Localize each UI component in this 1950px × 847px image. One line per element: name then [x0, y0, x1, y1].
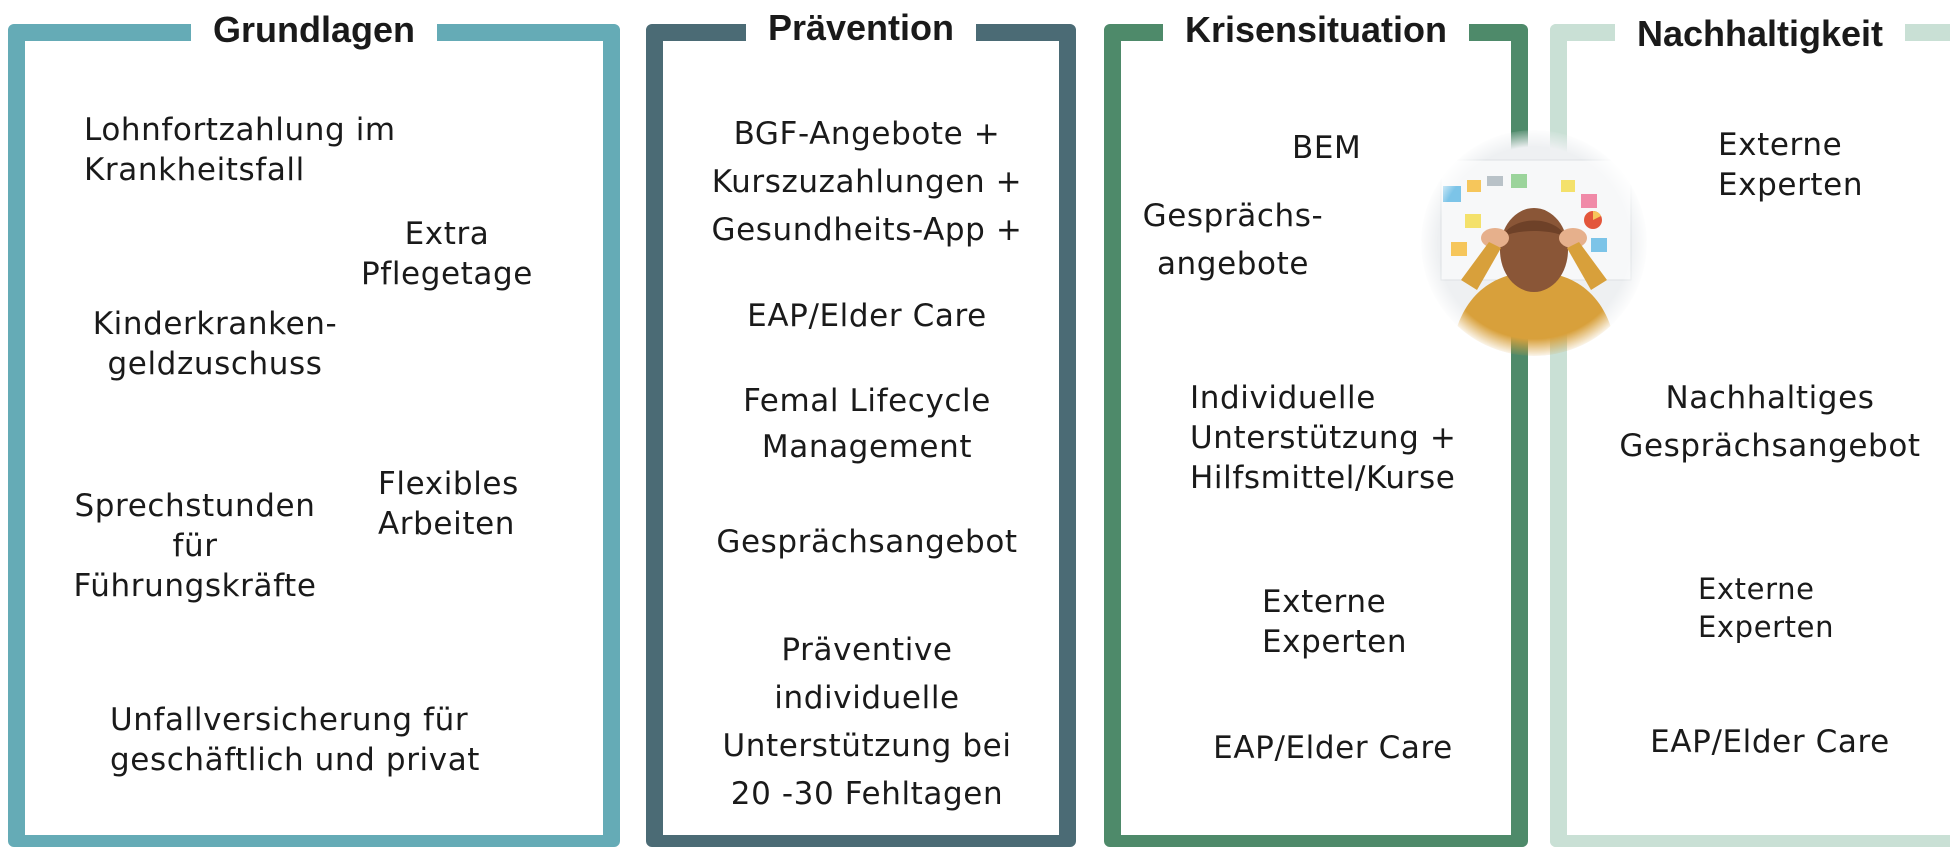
item-eap-elder-care: EAP/Elder Care	[747, 298, 987, 334]
item-gespraechsangebot: Gesprächsangebot	[716, 524, 1018, 560]
item-praeventive-unterstuetzung: Präventive individuelle Unterstützung be…	[722, 632, 1012, 812]
column-title: Krisensituation	[1104, 2, 1528, 58]
column-title: Nachhaltigkeit	[1550, 6, 1950, 62]
item-eap-elder-care: EAP/Elder Care	[1213, 730, 1453, 766]
column-praevention: Prävention	[646, 0, 1076, 847]
item-nachhaltiges-gespraechsangebot: Nachhaltiges Gesprächsangebot	[1619, 380, 1921, 464]
item-sprechstunden: Sprechstunden für Führungskräfte	[73, 488, 317, 604]
column-title: Grundlagen	[8, 2, 620, 58]
column-nachhaltigkeit: Nachhaltigkeit	[1550, 0, 1950, 847]
column-frame	[646, 24, 1076, 847]
stressed-person-photo	[1421, 130, 1647, 356]
item-extra-pflegetage: Extra Pflegetage	[361, 216, 533, 292]
item-unfallversicherung: Unfallversicherung für geschäftlich und …	[110, 702, 481, 778]
item-kinderkrankengeldzuschuss: Kinderkranken- geldzuschuss	[92, 306, 338, 382]
item-individuelle-unterstuetzung: Individuelle Unterstützung + Hilfsmittel…	[1190, 380, 1457, 496]
item-bem: BEM	[1292, 130, 1362, 166]
item-externe-experten: Externe Experten	[1262, 584, 1408, 660]
column-title: Prävention	[646, 0, 1076, 56]
item-externe-experten: Externe Experten	[1698, 572, 1835, 644]
item-eap-elder-care: EAP/Elder Care	[1650, 724, 1890, 760]
item-lohnfortzahlung: Lohnfortzahlung im Krankheitsfall	[84, 112, 396, 188]
item-bgf-angebote: BGF-Angebote + Kurszuzahlungen + Gesundh…	[711, 116, 1023, 248]
item-flexibles-arbeiten: Flexibles Arbeiten	[378, 466, 519, 542]
item-gespraechsangebote: Gesprächs- angebote	[1142, 198, 1324, 282]
item-femal-lifecycle: Femal Lifecycle Management	[743, 383, 991, 465]
column-grundlagen: Grundlagen	[8, 0, 620, 847]
column-frame	[8, 24, 620, 847]
item-externe-experten: Externe Experten	[1718, 127, 1864, 203]
